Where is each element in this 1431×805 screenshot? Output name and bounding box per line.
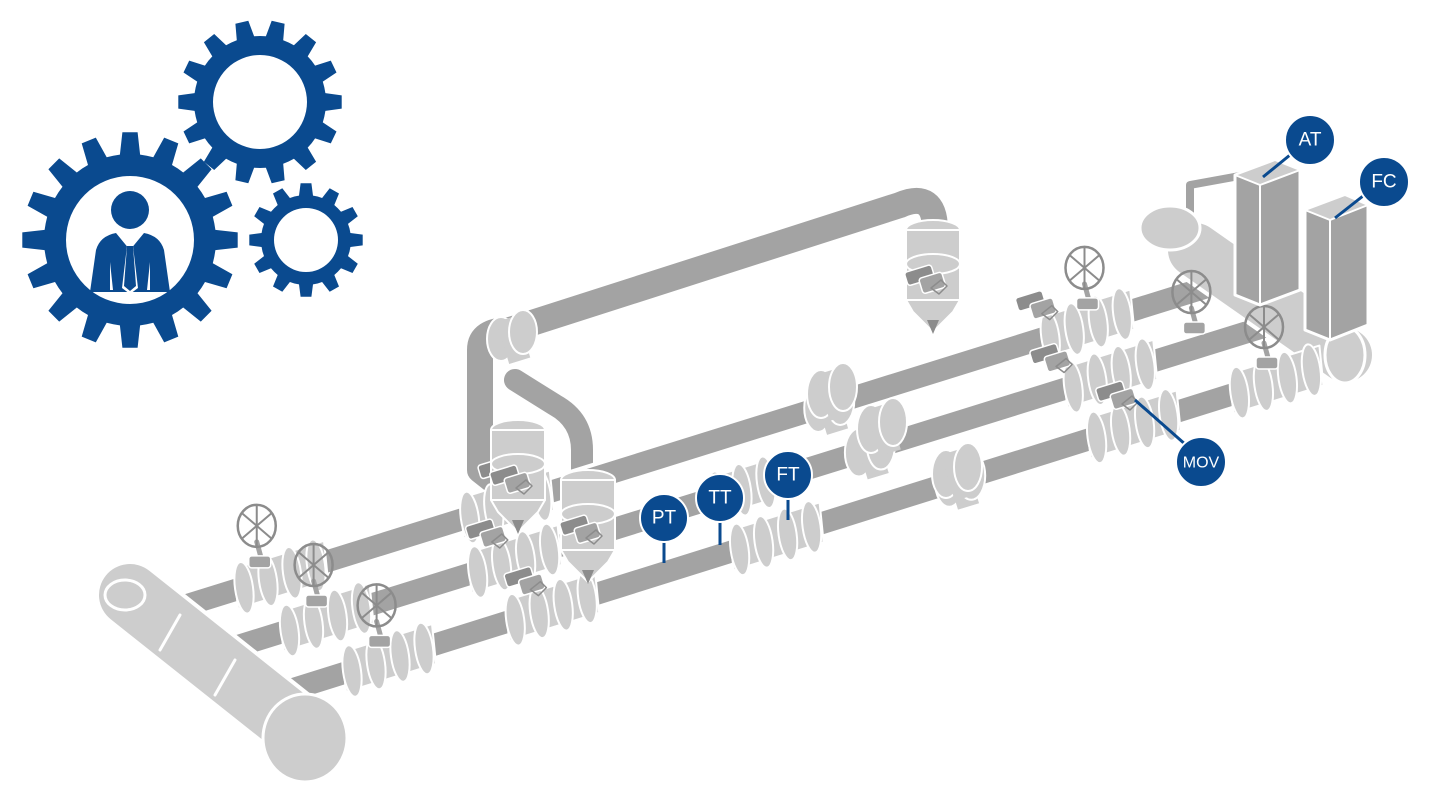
gears-logo (22, 20, 363, 348)
valve-body (1085, 388, 1182, 465)
tag-ft: FT (763, 450, 813, 520)
valve-body (504, 570, 601, 647)
strainer (904, 219, 961, 334)
bypass-loop (463, 184, 952, 575)
strainer (489, 419, 546, 534)
analyzer-cabinet-at (1233, 158, 1302, 307)
valve-icon (559, 514, 603, 545)
tag-fc: FC (1334, 156, 1410, 220)
tag-fc-label: FC (1371, 172, 1396, 193)
handwheel-icon (1171, 269, 1212, 335)
valve-icon (489, 464, 533, 495)
piping-assembly (95, 158, 1376, 784)
tag-pt: PT (639, 493, 689, 563)
valve-icon (1014, 290, 1059, 321)
gear-icon (249, 183, 363, 297)
valve-body (728, 500, 825, 577)
tag-mov: MOV (1134, 398, 1227, 488)
flange-coupling (486, 309, 538, 364)
instrument-tags: PT TT FT MOV AT FC (639, 114, 1410, 563)
valve-body (1039, 287, 1136, 364)
tag-at: AT (1262, 114, 1336, 179)
tag-ft-label: FT (776, 465, 800, 486)
valve-body (1228, 343, 1325, 420)
gear-icon (22, 132, 238, 348)
flange-coupling (806, 362, 858, 421)
businessman-icon (90, 191, 170, 294)
tag-at-label: AT (1299, 130, 1322, 151)
flange-coupling (856, 397, 908, 456)
tag-tt: TT (695, 473, 745, 545)
analyzer-cabinet-fc (1303, 193, 1370, 342)
valve-icon (1095, 380, 1139, 411)
handwheel-icon (293, 542, 334, 608)
tag-mov-label: MOV (1183, 455, 1220, 472)
valve-body (278, 581, 375, 658)
handwheel-icon (1243, 304, 1285, 370)
flange-coupling (931, 442, 983, 501)
valve-icon (1029, 342, 1073, 374)
tag-tt-label: TT (708, 488, 732, 509)
valve-body (341, 621, 437, 698)
left-header (95, 560, 349, 784)
valve-icon (503, 566, 548, 597)
handwheel-icon (236, 503, 277, 569)
strainers (489, 219, 961, 584)
tag-pt-label: PT (652, 508, 677, 529)
gear-icon (178, 20, 342, 184)
strainer (559, 469, 616, 584)
valve-icon (904, 264, 948, 295)
valve-icon (464, 518, 509, 549)
handwheel-icon (1064, 245, 1105, 311)
handwheel-icon (356, 583, 397, 649)
